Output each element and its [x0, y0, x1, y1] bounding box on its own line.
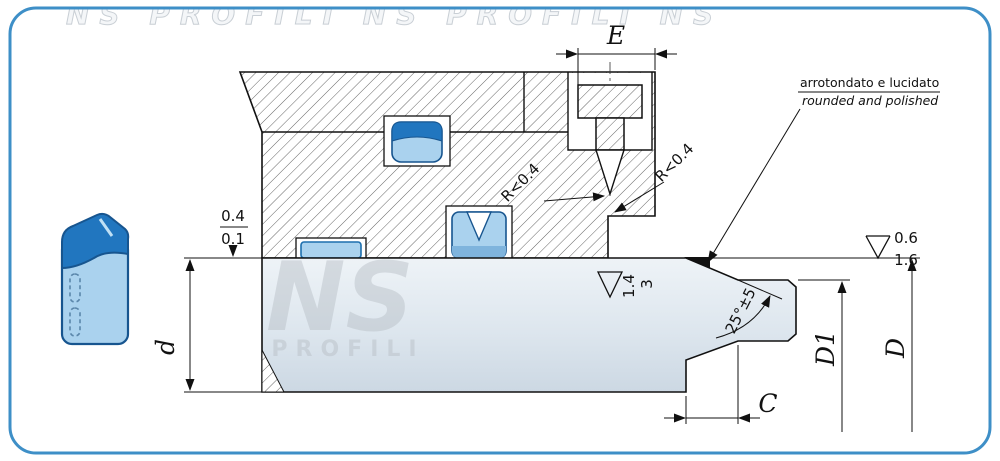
roughness-face-lower-label: 1.6 — [894, 251, 918, 269]
rod-seal-vee — [465, 211, 493, 242]
plug-stem — [595, 117, 625, 151]
roughness-face-upper-label: 0.6 — [894, 229, 918, 247]
shaft-body — [261, 257, 797, 393]
dim-D1-label: D1 — [811, 330, 840, 367]
watermark-top: NS PROFILI NS PROFILI NS — [66, 0, 723, 31]
port-bore-outline — [567, 72, 653, 151]
dim-E — [556, 48, 677, 86]
finish-note-english: rounded and polished — [802, 93, 938, 108]
watermark-big: NS — [266, 243, 414, 353]
static-seal-lip — [391, 121, 443, 142]
seal-profile-lip-notch — [98, 218, 114, 237]
seal-profile-lip — [61, 212, 130, 270]
installed-seals — [300, 121, 507, 259]
plug-head — [577, 84, 643, 119]
finish-note: arrotondato e lucidato rounded and polis… — [707, 75, 940, 263]
dim-C-label: C — [758, 389, 777, 418]
roughness-shaft-lower-label: 3 — [638, 279, 656, 289]
finish-note-italian: arrotondato e lucidato — [800, 75, 939, 90]
rod-seal-heel — [452, 246, 506, 258]
watermark-center: NS PROFILI — [266, 243, 424, 362]
shaft — [261, 257, 797, 393]
dim-d — [184, 259, 262, 393]
dim-D-label: D — [881, 338, 910, 359]
dim-d-label: d — [151, 339, 180, 355]
page-border — [8, 6, 992, 455]
seal-profile-detail — [60, 212, 130, 346]
watermark-sub: PROFILI — [271, 337, 424, 362]
dim-D1 — [798, 279, 850, 432]
dim-D — [712, 257, 920, 432]
roughness-shaft: 1.4 3 — [596, 271, 656, 299]
dim-E-label: E — [606, 21, 625, 50]
seal-profile-slot-1 — [69, 273, 81, 303]
dim-C — [664, 345, 760, 424]
shaft-break-hatch — [261, 349, 285, 393]
port-seat-cone — [595, 149, 625, 197]
shaft-corner-detail — [684, 257, 710, 268]
seal-profile-slot-2 — [69, 307, 81, 337]
tolerance-lower-label: 0.1 — [221, 230, 245, 248]
tolerance-upper-label: 0.4 — [221, 207, 245, 225]
roughness-shaft-upper-label: 1.4 — [620, 274, 638, 298]
port-and-plug — [567, 62, 653, 200]
tolerance-callout: 0.4 0.1 — [184, 207, 262, 259]
